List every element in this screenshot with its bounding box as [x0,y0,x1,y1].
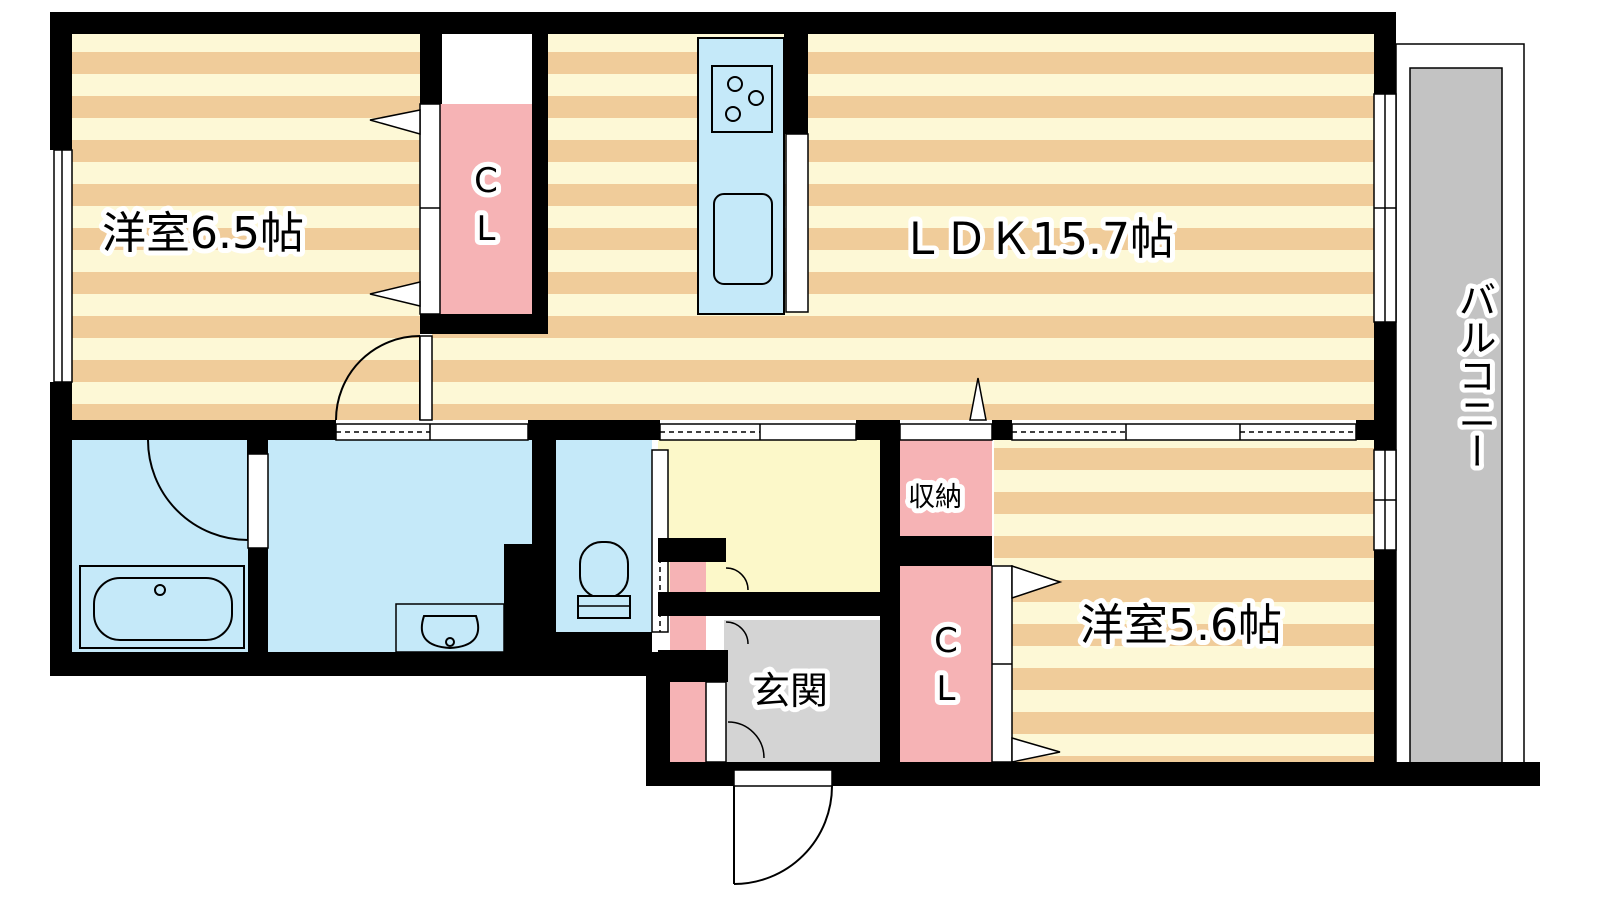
shoe-closet-2 [670,616,706,650]
shoe-closet-1 [670,562,706,592]
closet-1 [440,104,532,314]
label-closet-1-c: C [474,161,498,201]
western-room-2-floor [994,440,1374,762]
sliding-door-room2 [1011,423,1357,441]
kitchen-counter [697,37,809,315]
storage-closet [900,440,992,536]
label-western-room-2: 洋室5.6帖 [1080,600,1282,651]
window-west [53,149,73,383]
label-western-room-1: 洋室6.5帖 [102,208,304,259]
closet-2 [900,566,992,762]
closet-doors-1 [369,103,441,315]
washbasin [395,603,505,653]
window-east-room2 [1373,449,1397,551]
label-closet-2-c: C [934,621,958,661]
door-entrance [733,769,833,885]
label-closet-2-l: L [937,669,956,709]
shoe-closet-3 [670,682,706,762]
label-closet-1-l: L [477,209,496,249]
sliding-door-storage [899,423,993,441]
door-shoe-closet [705,567,765,763]
toilet [577,541,631,619]
bathtub [79,565,245,649]
sliding-door-hall [659,423,857,441]
ldk-floor-lower [432,326,1374,420]
entrance-floor [724,620,880,762]
storage-arrow [969,377,987,421]
label-ldk: ＬＤＫ15.7帖 [900,214,1174,265]
western-room-1-floor [72,34,420,420]
closet-doors-2 [991,564,1063,763]
sliding-door-washroom [335,423,529,441]
window-east-ldk [1373,93,1397,323]
door-bathroom [147,439,269,549]
label-storage: 収納 [908,482,962,513]
label-balcony: バルコニー [1452,280,1496,470]
balcony [1395,43,1525,771]
label-entrance: 玄関 [752,669,828,713]
walls [50,12,1540,786]
door-western-room-1 [335,335,433,421]
ldk-floor [548,34,1374,326]
